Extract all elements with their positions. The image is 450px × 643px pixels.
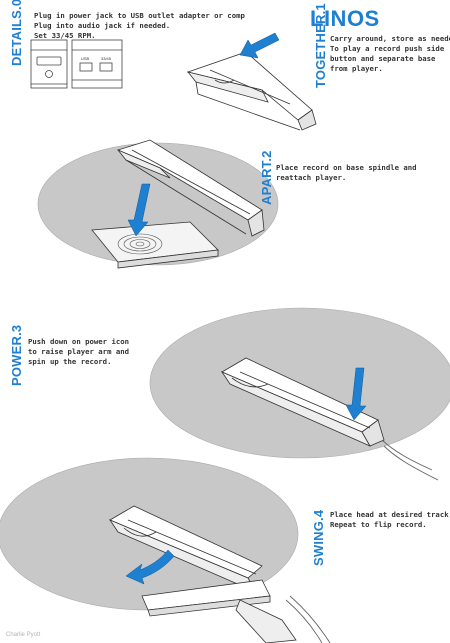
step-label-power: POWER.3 [9, 324, 24, 386]
power-arrow-icon [345, 367, 367, 421]
detail-side-view [30, 39, 68, 89]
step-label-apart: APART.2 [259, 150, 274, 205]
rpm-switch-label: 33/45 [101, 56, 112, 61]
apart-arrow-icon [127, 183, 151, 237]
power-player [220, 357, 385, 447]
power-cables [381, 439, 439, 481]
detail-port-view [71, 39, 123, 89]
usb-port-label: USB [81, 56, 90, 61]
swing-arrow-icon [125, 549, 175, 585]
step-label-details: DETAILS.0 [9, 0, 24, 66]
apart-base [91, 221, 219, 269]
step-text-apart: Place record on base spindle and reattac… [276, 163, 417, 182]
step-text-details: Plug in power jack to USB outlet adapter… [34, 11, 245, 40]
together-arrow-icon [239, 32, 280, 59]
swing-arm [141, 579, 297, 643]
step-text-together: Carry around, store as needed. To play a… [330, 34, 450, 73]
swing-player [108, 505, 263, 593]
step-label-together: TOGETHER.1 [313, 3, 328, 88]
credit-text: Charlie Pyott [6, 632, 41, 638]
step-text-power: Push down on power icon to raise player … [28, 337, 130, 366]
step-label-swing: SWING.4 [311, 509, 326, 566]
together-unit [186, 51, 317, 131]
swing-cables [285, 595, 331, 643]
step-text-swing: Place head at desired track. Repeat to f… [330, 510, 450, 529]
audio-port-icon [99, 62, 113, 72]
usb-port-icon [79, 62, 93, 72]
apart-player [116, 139, 265, 237]
product-title: LINOS [310, 6, 380, 31]
